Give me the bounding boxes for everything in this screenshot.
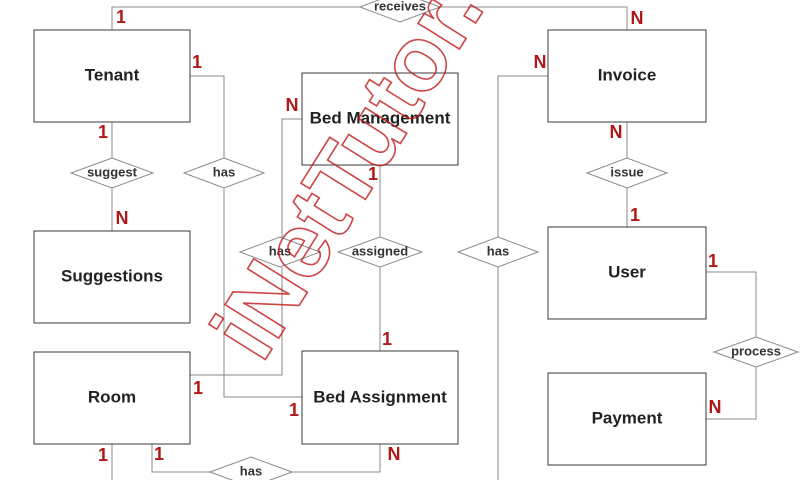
card-assignment-assigned: 1 xyxy=(382,329,392,349)
line-room-has-bottom xyxy=(151,444,210,473)
line-user-process xyxy=(706,271,757,337)
card-user-process: 1 xyxy=(708,251,718,271)
entity-room[interactable]: Room xyxy=(33,351,191,445)
entity-bed-management[interactable]: Bed Management xyxy=(301,72,459,166)
card-invoice-has: N xyxy=(534,52,547,72)
card-tenant-has: 1 xyxy=(192,52,202,72)
rel-assigned-label: assigned xyxy=(352,243,408,258)
rel-has-invoice-label: has xyxy=(487,243,509,258)
cardinality-labels: 1 N 1 N N 1 N N 1 1 1 1 1 1 N 1 1 N xyxy=(98,7,722,465)
rel-receives-label: receives xyxy=(374,0,426,13)
rel-suggest[interactable]: suggest xyxy=(69,157,155,189)
line-has-assignment xyxy=(223,188,302,398)
entity-bed-assignment[interactable]: Bed Assignment xyxy=(301,350,459,445)
rel-issue[interactable]: issue xyxy=(585,157,669,189)
entity-suggestions[interactable]: Suggestions xyxy=(33,230,191,324)
rel-has-tenant-label: has xyxy=(213,164,235,179)
line-tenant-has xyxy=(190,75,225,158)
entity-tenant[interactable]: Tenant xyxy=(33,29,191,123)
rel-issue-label: issue xyxy=(610,164,643,179)
entity-payment-label: Payment xyxy=(592,408,663,427)
card-invoice-receives: N xyxy=(631,8,644,28)
rel-has-bottom-label: has xyxy=(240,463,262,478)
card-user-issue: 1 xyxy=(630,205,640,225)
card-payment-process: N xyxy=(709,397,722,417)
rel-has-tenant[interactable]: has xyxy=(182,157,266,189)
entity-bed-assignment-label: Bed Assignment xyxy=(313,387,447,406)
entity-user[interactable]: User xyxy=(547,226,707,320)
connectors xyxy=(111,6,757,480)
rel-suggest-label: suggest xyxy=(87,164,138,179)
line-mgmt-has xyxy=(281,118,302,237)
line-process-payment xyxy=(706,367,757,420)
entity-tenant-label: Tenant xyxy=(85,65,140,84)
card-room-bottom-left: 1 xyxy=(98,445,108,465)
card-mgmt-has: N xyxy=(286,95,299,115)
line-has-room xyxy=(190,267,283,376)
card-room-has: 1 xyxy=(193,378,203,398)
rel-has-bottom[interactable]: has xyxy=(208,456,294,480)
card-tenant-receives: 1 xyxy=(116,7,126,27)
card-invoice-issue: N xyxy=(610,122,623,142)
entity-user-label: User xyxy=(608,262,646,281)
rel-has-room-mgmt[interactable]: has xyxy=(238,236,322,268)
entity-room-label: Room xyxy=(88,387,136,406)
rel-has-room-mgmt-label: has xyxy=(269,243,291,258)
rel-assigned[interactable]: assigned xyxy=(336,236,424,268)
line-tenant-receives xyxy=(111,6,360,30)
rel-has-invoice[interactable]: has xyxy=(456,236,540,268)
card-room-bottom-right: 1 xyxy=(154,444,164,464)
line-has-bottom-assignment xyxy=(292,444,381,473)
rel-receives[interactable]: receives xyxy=(358,0,442,23)
line-invoice-has xyxy=(497,75,548,237)
entity-bed-management-label: Bed Management xyxy=(310,108,451,127)
rel-process-label: process xyxy=(731,343,781,358)
card-tenant-suggest: 1 xyxy=(98,122,108,142)
card-suggestions-suggest: N xyxy=(116,208,129,228)
card-assignment-has-left: 1 xyxy=(289,400,299,420)
entity-payment[interactable]: Payment xyxy=(547,372,707,466)
entity-invoice-label: Invoice xyxy=(598,65,657,84)
entity-invoice[interactable]: Invoice xyxy=(547,29,707,123)
line-receives-invoice xyxy=(440,6,628,30)
card-assignment-bottom: N xyxy=(388,444,401,464)
card-mgmt-assigned: 1 xyxy=(368,164,378,184)
rel-process[interactable]: process xyxy=(712,336,800,368)
entity-suggestions-label: Suggestions xyxy=(61,266,163,285)
